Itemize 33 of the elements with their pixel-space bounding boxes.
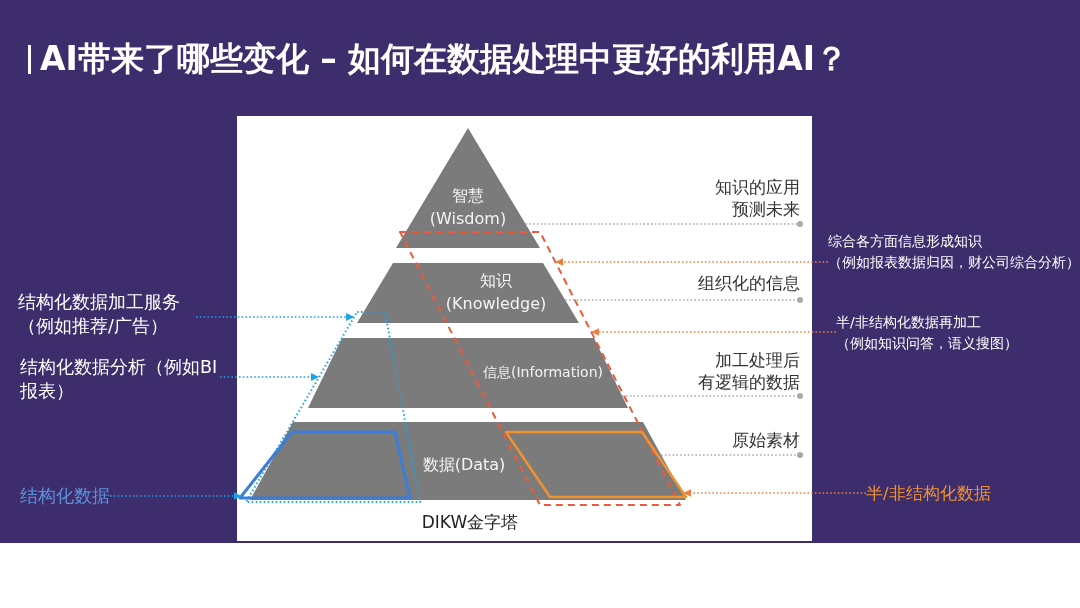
leader-line — [660, 452, 804, 458]
arrow — [195, 313, 355, 321]
description-text: 预测未来 — [732, 200, 800, 219]
slide-title: AI带来了哪些变化 – 如何在数据处理中更好的利用AI？ — [40, 38, 849, 80]
annotation-text: 半/非结构化数据再加工 — [836, 314, 981, 330]
leader-line — [621, 393, 804, 399]
annotation-text: 综合各方面信息形成知识 — [828, 233, 982, 249]
annotation-text: 结构化数据 — [20, 486, 110, 506]
annotation-text: （例如报表数据归因，财公司综合分析） — [828, 254, 1080, 270]
arrow — [554, 258, 829, 266]
description-text: 有逻辑的数据 — [698, 373, 800, 392]
annotation-text: 结构化数据加工服务 — [18, 292, 180, 312]
annotation-text: （例如知识问答，语义搜图） — [836, 335, 1018, 351]
figure-caption: DIKW金字塔 — [421, 511, 519, 533]
layer-label: 信息(Information) — [483, 363, 603, 382]
layer-label: 智慧 — [452, 186, 484, 206]
annotation-text: （例如推荐/广告） — [18, 316, 168, 336]
layer-label: 数据(Data) — [422, 455, 506, 475]
leader-line — [524, 221, 804, 227]
description-text: 组织化的信息 — [698, 274, 800, 293]
layer-label: (Wisdom) — [429, 209, 507, 229]
arrow — [590, 328, 837, 336]
arrow — [219, 373, 320, 381]
arrow — [109, 492, 243, 500]
annotation-text: 结构化数据分析（例如BI报表） — [20, 357, 218, 401]
description-text: 知识的应用 — [715, 178, 800, 197]
description-text: 加工处理后 — [715, 351, 800, 370]
description-text: 原始素材 — [732, 431, 800, 450]
annotation-text: 半/非结构化数据 — [866, 484, 991, 503]
arrow — [682, 489, 867, 497]
leader-line — [564, 297, 804, 303]
layer-label: (Knowledge) — [445, 294, 547, 314]
layer-label: 知识 — [480, 271, 512, 291]
